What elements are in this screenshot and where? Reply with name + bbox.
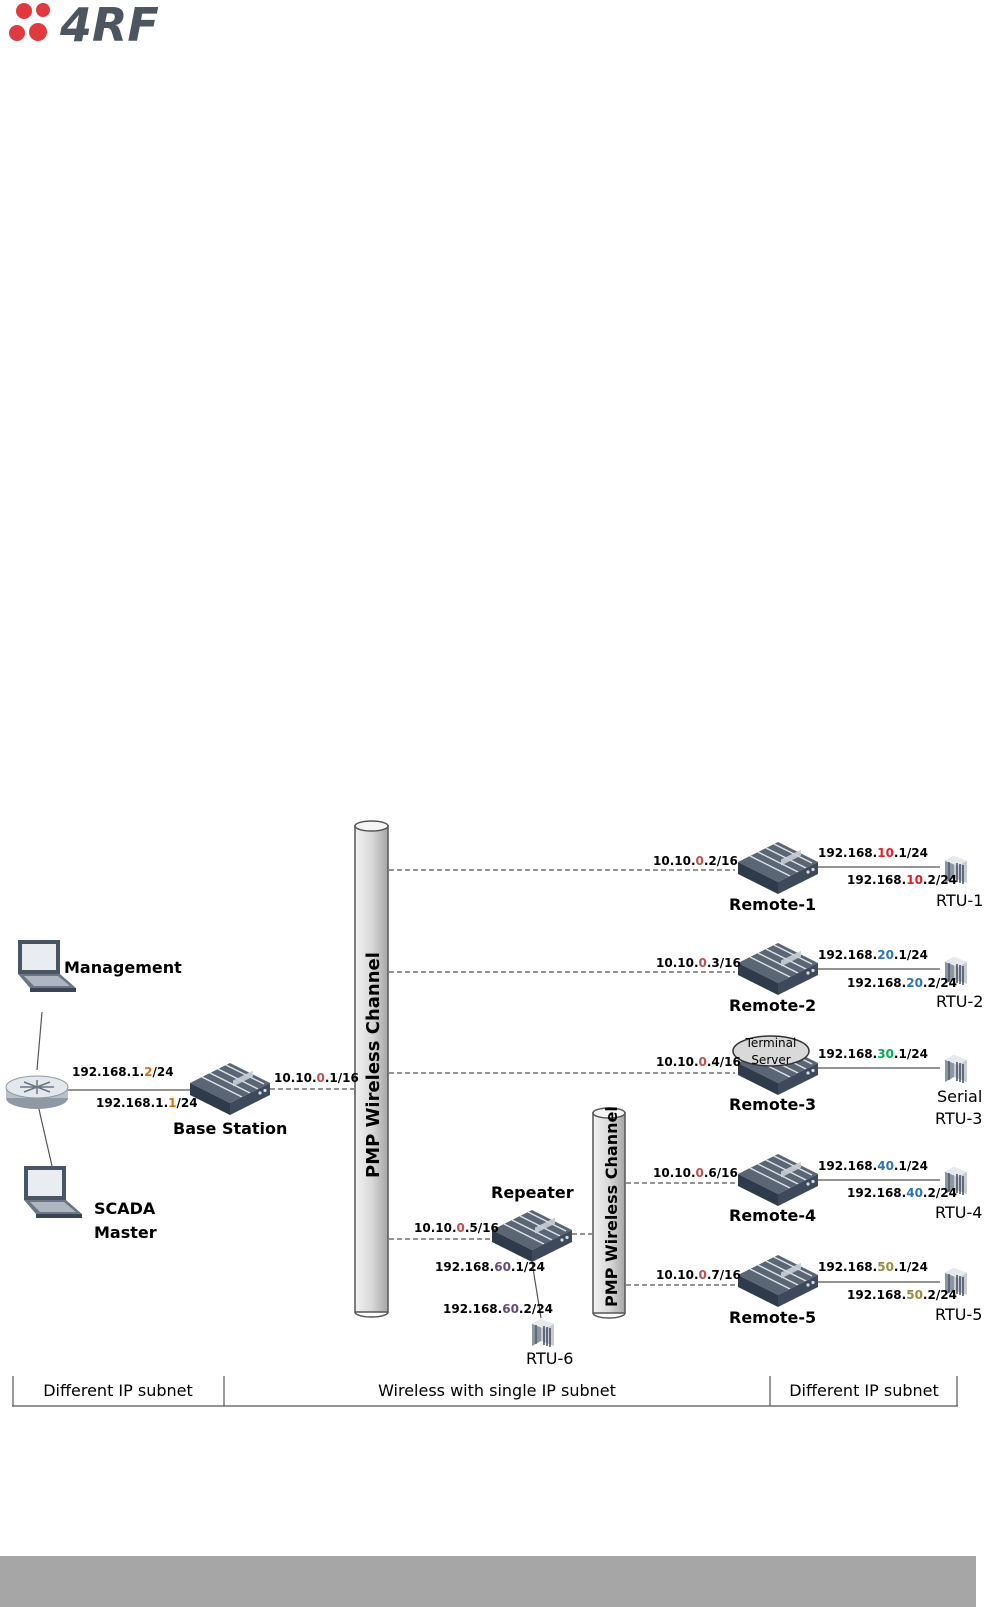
footer-bar <box>0 1556 976 1607</box>
rtu-6-ip: 192.168.60.2/24 <box>443 1302 553 1316</box>
remote-3-label: Remote-3 <box>729 1095 816 1114</box>
channel-label-main: PMP Wireless Channel <box>363 952 384 1178</box>
remote-4-label: Remote-4 <box>729 1206 816 1225</box>
logo-text: 4RF <box>59 0 159 52</box>
pmp-channel-repeater: PMP Wireless Channel <box>592 1106 626 1319</box>
remote-1-wireless-ip: 10.10.0.2/16 <box>653 854 738 868</box>
remote-1-label: Remote-1 <box>729 895 816 914</box>
repeater-radio-icon <box>491 1209 573 1263</box>
terminal-server-line2: Server <box>751 1053 790 1067</box>
wired-links <box>36 866 940 1319</box>
rtu-3-label-line2: RTU-3 <box>935 1109 982 1128</box>
remote-5-radio-icon <box>737 1254 819 1308</box>
scada-laptop-icon <box>24 1166 82 1218</box>
base-station-radio-icon <box>189 1062 271 1116</box>
remote-2-wireless-ip: 10.10.0.3/16 <box>656 956 741 970</box>
remote-4-wireless-ip: 10.10.0.6/16 <box>653 1166 738 1180</box>
remote-4-lan-ip: 192.168.40.1/24 <box>818 1159 928 1173</box>
subnet-middle-label: Wireless with single IP subnet <box>378 1381 616 1400</box>
router-icon <box>5 1075 69 1109</box>
management-label: Management <box>64 958 182 977</box>
rtu-4-ip: 192.168.40.2/24 <box>847 1186 957 1200</box>
pmp-channel-main: PMP Wireless Channel <box>354 820 389 1318</box>
remote-5-wireless-ip: 10.10.0.7/16 <box>656 1268 741 1282</box>
repeater-lan-ip: 192.168.60.1/24 <box>435 1260 545 1274</box>
subnet-bar: Different IP subnet Wireless with single… <box>12 1376 958 1407</box>
remote-5-label: Remote-5 <box>729 1308 816 1327</box>
rtu-5-label: RTU-5 <box>935 1305 982 1324</box>
rtu-1-ip: 192.168.10.2/24 <box>847 873 957 887</box>
remote-1-radio-icon <box>737 841 819 895</box>
repeater-wireless-ip: 10.10.0.5/16 <box>414 1221 499 1235</box>
rtu-4-label: RTU-4 <box>935 1203 982 1222</box>
remote-2-radio-icon <box>737 942 819 996</box>
repeater-label: Repeater <box>491 1183 574 1202</box>
channel-label-repeater: PMP Wireless Channel <box>602 1106 621 1307</box>
remote-3-wireless-ip: 10.10.0.4/16 <box>656 1055 741 1069</box>
remote-3-lan-ip: 192.168.30.1/24 <box>818 1047 928 1061</box>
subnet-left-label: Different IP subnet <box>43 1381 193 1400</box>
rtu-6-label: RTU-6 <box>526 1349 573 1368</box>
remote-5-lan-ip: 192.168.50.1/24 <box>818 1260 928 1274</box>
remote-2-lan-ip: 192.168.20.1/24 <box>818 948 928 962</box>
scada-label-line2: Master <box>94 1223 157 1242</box>
management-ip: 192.168.1.2/24 <box>72 1065 174 1079</box>
remote-1-lan-ip: 192.168.10.1/24 <box>818 846 928 860</box>
logo-dots-icon <box>9 3 50 41</box>
rtu-5-ip: 192.168.50.2/24 <box>847 1288 957 1302</box>
wireless-links <box>270 869 735 1286</box>
scada-label-line1: SCADA <box>94 1199 156 1218</box>
remote-4-radio-icon <box>737 1153 819 1207</box>
base-station-lan-ip: 192.168.1.1/24 <box>96 1096 198 1110</box>
remote-2-label: Remote-2 <box>729 996 816 1015</box>
rtu-3-label-line1: Serial <box>937 1087 982 1106</box>
rtu-2-label: RTU-2 <box>936 992 983 1011</box>
subnet-right-label: Different IP subnet <box>789 1381 939 1400</box>
base-station-label: Base Station <box>173 1119 287 1138</box>
base-station-wireless-ip: 10.10.0.1/16 <box>274 1071 359 1085</box>
rtu-3-icon <box>944 1054 968 1084</box>
rtu-1-label: RTU-1 <box>936 891 983 910</box>
terminal-server-line1: Terminal <box>745 1036 797 1050</box>
rtu-6-icon <box>531 1318 555 1348</box>
terminal-server: Terminal Server <box>732 1035 810 1067</box>
company-logo: 4RF <box>9 0 159 52</box>
rtu-2-ip: 192.168.20.2/24 <box>847 976 957 990</box>
